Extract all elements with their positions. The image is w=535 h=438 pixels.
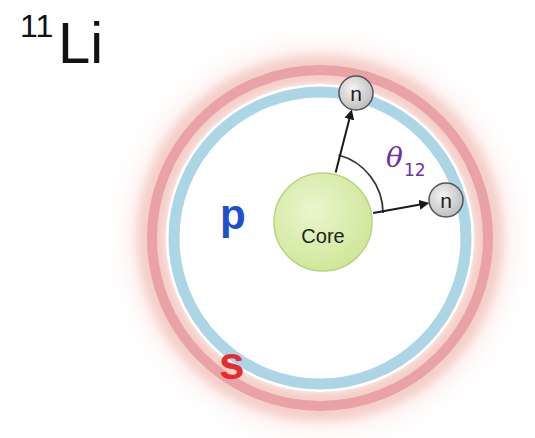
position-arrow	[373, 203, 427, 213]
node-text: n	[350, 83, 362, 104]
core-circle: Core	[273, 172, 373, 272]
neutron-circle: n	[428, 182, 464, 218]
orbital-label: s	[219, 340, 245, 386]
p-orbit-ring	[174, 92, 466, 384]
core-circle-outline	[273, 172, 373, 272]
outer-halo	[105, 23, 535, 438]
orbital-label: p	[220, 194, 246, 236]
position-arrow	[336, 111, 352, 172]
mass-number: 11	[20, 10, 53, 42]
orbit-gap	[170, 88, 470, 388]
angle-symbol: θ	[386, 144, 403, 172]
angle-subscript: 12	[404, 162, 426, 179]
element-symbol: Li	[58, 14, 103, 72]
node-text: n	[440, 190, 452, 211]
s-orbit-ring	[152, 70, 488, 406]
neutron-circle: n	[338, 75, 374, 111]
s-orbit-glow	[152, 70, 488, 406]
node-text: Core	[301, 198, 344, 246]
